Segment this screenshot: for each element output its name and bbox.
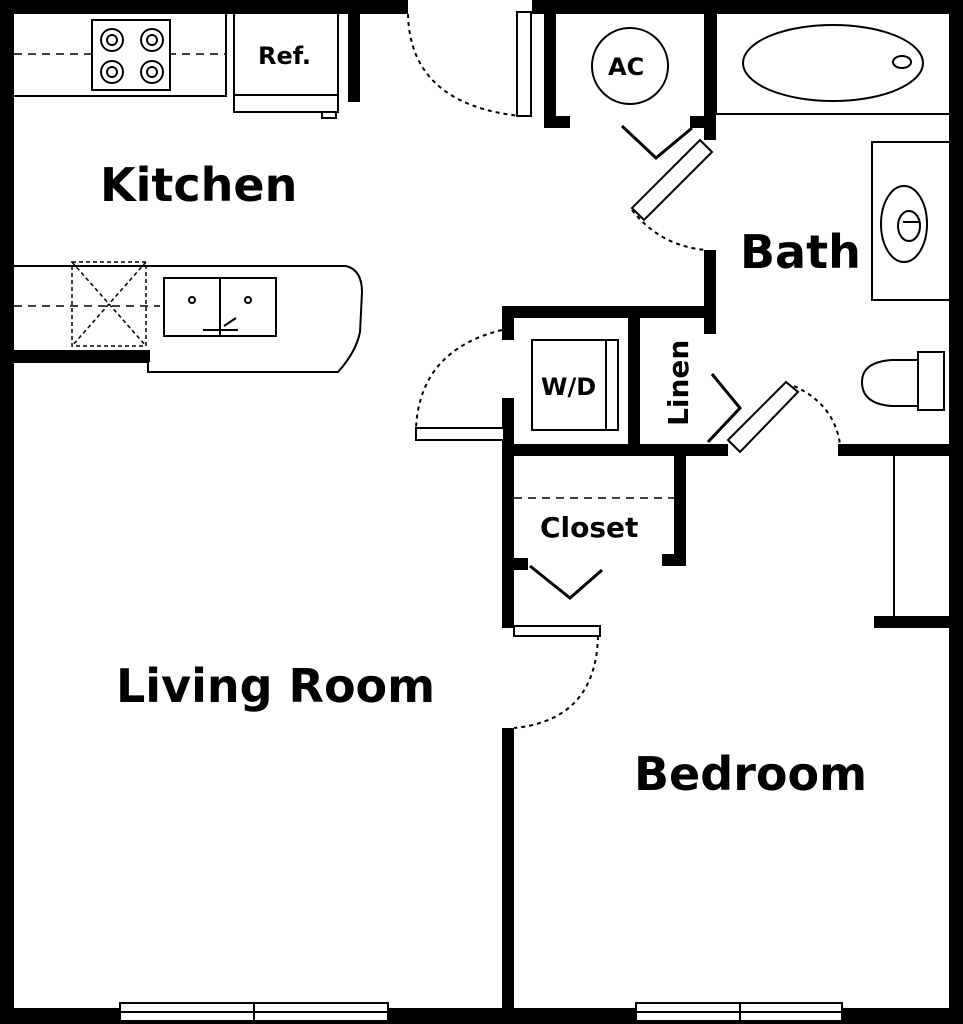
- ac-label: AC: [608, 53, 644, 81]
- living-room-window: [119, 1002, 389, 1022]
- island-counter: [12, 265, 364, 373]
- ac-closet-bifold-door: [620, 124, 693, 161]
- stove-icon: [91, 19, 171, 91]
- kitchen-sink-icon: [163, 277, 277, 337]
- washer-dryer-label: W/D: [541, 373, 596, 401]
- kitchen-label: Kitchen: [100, 158, 297, 212]
- laundry-door: [415, 329, 505, 441]
- toilet-icon: [860, 351, 945, 411]
- washer-dryer-icon: [531, 339, 619, 431]
- bedroom-bath-door: [726, 380, 841, 454]
- ac-unit-icon: [591, 27, 669, 105]
- bedroom-door: [513, 625, 601, 729]
- kitchen-fixtures: [11, 11, 364, 373]
- living-room-label: Living Room: [116, 659, 435, 713]
- vanity-sink-icon: [871, 141, 952, 301]
- windows: [119, 1002, 843, 1022]
- closet-label: Closet: [540, 511, 638, 544]
- entry-door: [407, 11, 532, 117]
- linen-bifold-door: [706, 373, 742, 444]
- linen-label: Linen: [662, 340, 695, 426]
- bedroom-label: Bedroom: [634, 747, 867, 801]
- bathtub-icon: [715, 11, 952, 115]
- refrigerator-label: Ref.: [258, 42, 311, 70]
- refrigerator-icon: [233, 11, 339, 119]
- closet-bifold-door: [529, 564, 603, 600]
- dishwasher-icon: [71, 261, 147, 347]
- bath-door: [630, 138, 714, 251]
- bath-label: Bath: [740, 225, 861, 279]
- bedroom-window: [635, 1002, 843, 1022]
- bath-fixtures: [715, 11, 952, 411]
